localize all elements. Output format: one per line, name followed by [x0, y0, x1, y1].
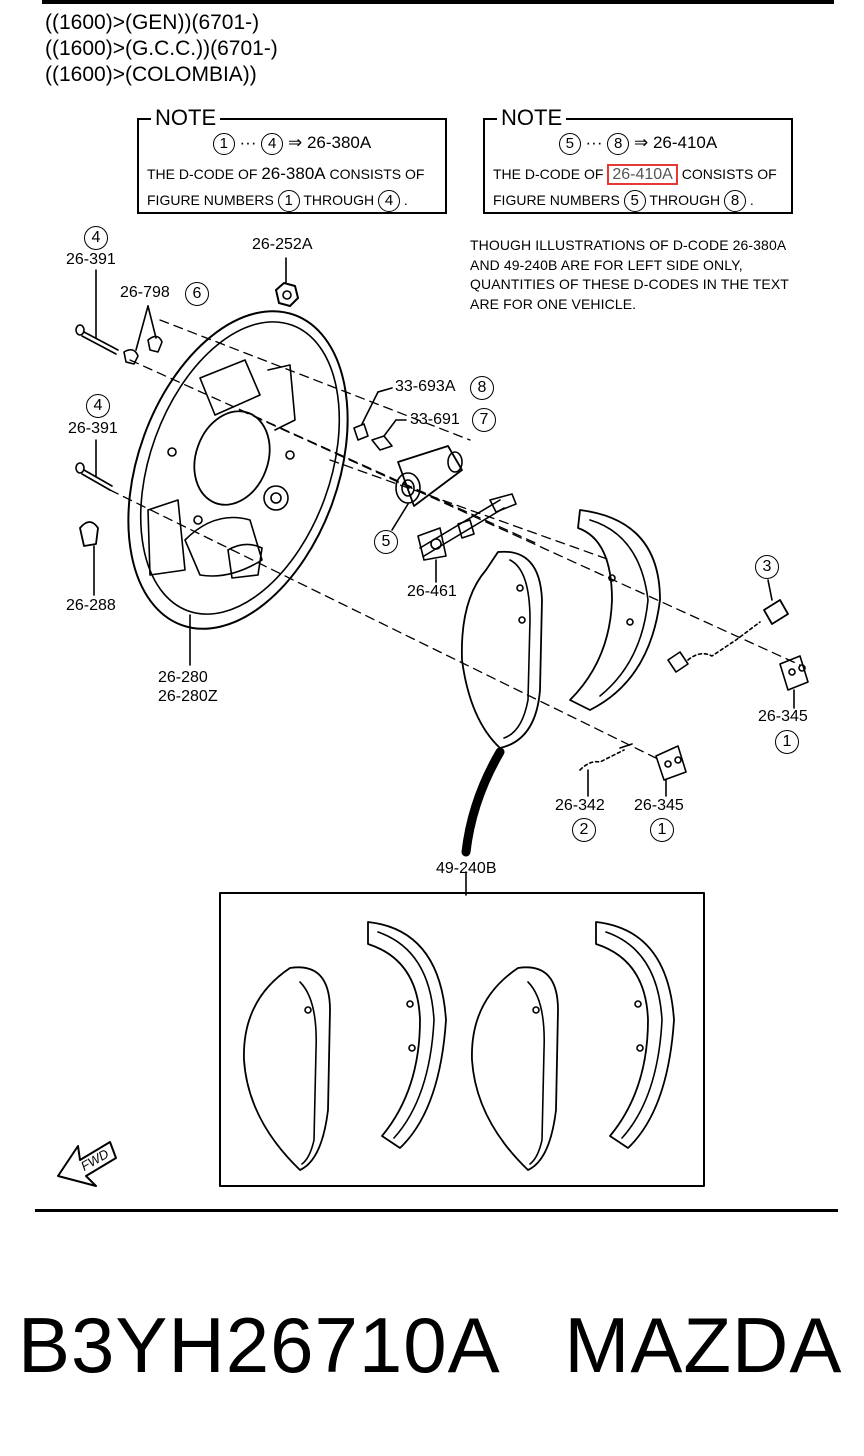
note-line-3: FIGURE NUMBERS 5 THROUGH 8 .: [493, 190, 754, 213]
callout-code: 26-391: [66, 251, 116, 268]
callout-num: 7: [472, 408, 496, 432]
backing-plate[interactable]: [88, 281, 389, 660]
note-box-left: NOTE 1 ··· 4 ⇒ 26-380A THE D-CODE OF 26-…: [137, 106, 447, 214]
brand-name: MAZDA: [564, 1301, 843, 1389]
callout-code: 26-461: [407, 583, 457, 600]
callout-num: 4: [86, 394, 110, 418]
callout-code: 26-280: [158, 669, 208, 686]
bottom-rule: [35, 1209, 838, 1212]
bolt-26-391-lower[interactable]: [75, 462, 113, 491]
kit-shoe-3[interactable]: [471, 966, 559, 1171]
header-line-3: ((1600)>(COLOMBIA)): [45, 63, 257, 86]
callout-code: 33-691: [410, 411, 460, 428]
callout-code: 26-280Z: [158, 688, 218, 705]
adjuster-26-461[interactable]: [417, 493, 517, 561]
callout-code: 33-693A: [395, 378, 456, 395]
spring-3[interactable]: [667, 599, 789, 673]
callout-code: 26-252A: [252, 236, 313, 253]
leader-3: [767, 579, 773, 601]
leader-cyl: [391, 503, 409, 531]
kit-arrow: [461, 747, 505, 857]
leader-33-693a: [361, 391, 379, 425]
callout-num: 3: [755, 555, 779, 579]
callout-code: 26-342: [555, 797, 605, 814]
callout-code: 49-240B: [436, 860, 497, 877]
callout-code: 26-345: [758, 708, 808, 725]
brake-shoe-front[interactable]: [569, 509, 661, 711]
plug-26-288[interactable]: [79, 521, 99, 547]
wheel-cylinder[interactable]: [395, 445, 463, 507]
bolt-26-391-upper[interactable]: [75, 324, 119, 355]
callout-num: 5: [374, 530, 398, 554]
callout-num: 6: [185, 282, 209, 306]
callout-code: 26-288: [66, 597, 116, 614]
nut-26-252a[interactable]: [275, 282, 299, 307]
spring-26-342[interactable]: [579, 743, 633, 771]
kit-shoe-4[interactable]: [595, 921, 675, 1149]
callout-num: 2: [572, 818, 596, 842]
callout-code: 26-345: [634, 797, 684, 814]
shoe-kit-box: [219, 892, 705, 1187]
leader-33-693a-b: [377, 387, 393, 393]
header-line-2: ((1600)>(G.C.C.))(6701-): [45, 37, 278, 60]
note-line-2: THE D-CODE OF 26-410A CONSISTS OF: [493, 164, 777, 185]
note-box-right: NOTE 5 ··· 8 ⇒ 26-410A THE D-CODE OF 26-…: [483, 106, 793, 214]
callout-num: 1: [775, 730, 799, 754]
top-rule: [42, 0, 834, 4]
callout-num: 4: [84, 226, 108, 250]
kit-shoe-1[interactable]: [243, 966, 331, 1171]
fwd-arrow-icon: FWD: [57, 1141, 117, 1187]
callout-num: 1: [650, 818, 674, 842]
part-number: B3YH26710A: [18, 1301, 497, 1389]
note-range: 1 ··· 4 ⇒ 26-380A: [139, 132, 445, 155]
fwd-label: FWD: [78, 1146, 111, 1174]
header-line-1: ((1600)>(GEN))(6701-): [45, 11, 260, 34]
note-line-3: FIGURE NUMBERS 1 THROUGH 4 .: [147, 190, 408, 213]
callout-code: 26-391: [68, 420, 118, 437]
kit-shoe-2[interactable]: [367, 921, 447, 1149]
note-line-2: THE D-CODE OF 26-380A CONSISTS OF: [147, 164, 425, 183]
part-caption: B3YH26710A MAZDA: [18, 1300, 842, 1390]
callout-code: 26-798: [120, 284, 170, 301]
clip-26-798[interactable]: [123, 335, 163, 365]
brake-shoe-rear[interactable]: [460, 550, 543, 749]
highlighted-code[interactable]: 26-410A: [607, 164, 678, 185]
note-title: NOTE: [151, 106, 221, 130]
hold-down-26-345-right[interactable]: [779, 655, 809, 691]
bleeder-cap-33-691[interactable]: [371, 435, 393, 451]
callout-num: 8: [470, 376, 494, 400]
leader-26-798: [135, 305, 149, 351]
bleeder-screw-33-693a[interactable]: [353, 423, 369, 441]
note-range: 5 ··· 8 ⇒ 26-410A: [485, 132, 791, 155]
disclaimer-text: THOUGH ILLUSTRATIONS OF D-CODE 26-380A A…: [470, 237, 789, 312]
alignment-lines: [109, 319, 801, 761]
leader-26-798-b: [147, 305, 157, 339]
hold-down-26-345-lower[interactable]: [655, 745, 687, 781]
leader-33-691: [383, 419, 397, 437]
note-title: NOTE: [497, 106, 567, 130]
